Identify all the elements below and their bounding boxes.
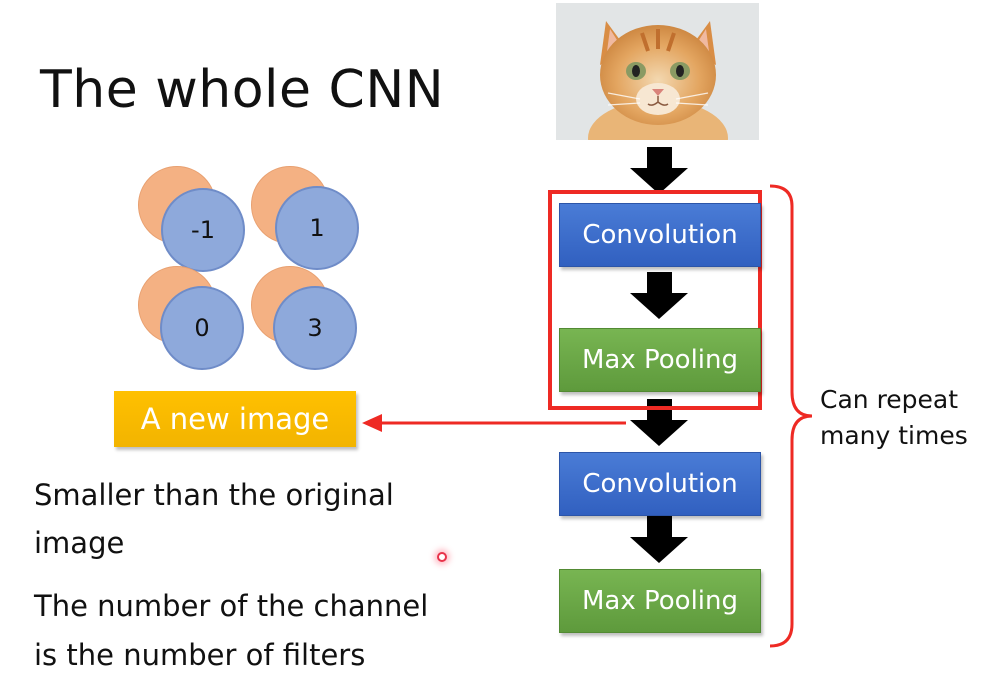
down-arrow-icon (630, 272, 688, 319)
repeat-highlight-frame (548, 190, 762, 410)
down-arrow-icon (630, 516, 688, 563)
description-line: is the number of filters (34, 638, 366, 672)
repeat-note-line: Can repeat (820, 385, 959, 414)
description-line: The number of the channel (34, 589, 429, 623)
repeat-note-line: many times (820, 421, 968, 451)
down-arrow-icon (630, 399, 688, 446)
max-pooling-block: Max Pooling (559, 569, 761, 633)
convolution-block: Convolution (559, 452, 761, 516)
feature-map-value: 0 (160, 286, 244, 370)
down-arrow-icon (630, 147, 688, 194)
repeat-note: Can repeat many times (820, 382, 968, 455)
feature-map-value: -1 (161, 188, 245, 272)
laser-pointer-icon (437, 552, 447, 562)
curly-brace (769, 184, 813, 648)
feature-map-value: 1 (275, 186, 359, 270)
red-arrow-head (362, 414, 382, 432)
cat-image (556, 3, 759, 140)
new-image-box: A new image (114, 391, 356, 447)
max-pooling-block: Max Pooling (559, 328, 761, 392)
description-line: Smaller than the original (34, 478, 394, 512)
convolution-block: Convolution (559, 203, 761, 267)
feature-map-value: 3 (273, 286, 357, 370)
page-title: The whole CNN (40, 60, 445, 120)
description-line: image (34, 526, 125, 560)
